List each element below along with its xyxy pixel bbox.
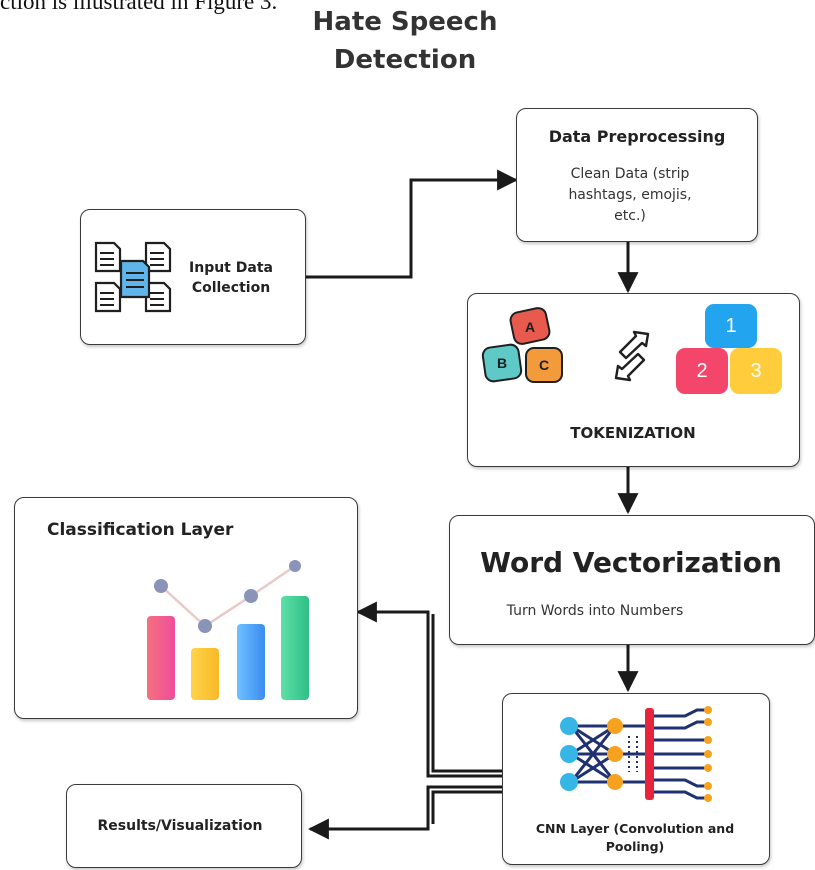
node-data-preprocessing: Data Preprocessing Clean Data (strip has… (516, 108, 758, 242)
block-c (525, 347, 563, 383)
preprocessing-desc-line-2: hashtags, emojis, (568, 187, 692, 203)
node-word-vectorization: Word Vectorization Turn Words into Numbe… (449, 515, 815, 645)
chart-bar-2 (191, 648, 219, 700)
number-tile-3-label: 3 (750, 360, 762, 382)
figure-caption-fragment: ction is illustrated in Figure 3. (0, 0, 278, 14)
vectorization-desc: Turn Words into Numbers (506, 603, 684, 619)
number-tile-2-label: 2 (696, 360, 708, 382)
chart-point-3 (244, 589, 258, 603)
arrow-cnn-feedback-line (431, 614, 502, 773)
node-cnn-layer: CNN Layer (Convolution and Pooling) (502, 693, 770, 865)
tokenization-label: TOKENIZATION (570, 424, 696, 442)
block-c-letter: C (539, 357, 549, 373)
neural-network-icon (560, 706, 712, 802)
diagram-title-line-2: Detection (333, 45, 477, 75)
block-b-letter: B (497, 355, 507, 371)
block-a-letter: A (525, 319, 535, 335)
diagram-title-line-1: Hate Speech (312, 7, 498, 37)
number-tile-1: 1 (705, 304, 757, 348)
block-b (481, 343, 523, 383)
chart-bar-1 (147, 616, 175, 700)
block-a (509, 307, 551, 345)
cnn-label-line-1: CNN Layer (Convolution and (535, 821, 735, 836)
chart-bar-4 (281, 596, 309, 700)
classification-title: Classification Layer (47, 520, 234, 540)
preprocessing-title: Data Preprocessing (548, 127, 726, 146)
arrow-cnn-to-classification (355, 601, 502, 778)
number-tile-2: 2 (676, 348, 728, 394)
chart-point-2 (198, 619, 212, 633)
chart-bar-3 (237, 624, 265, 700)
results-label: Results/Visualization (97, 818, 263, 834)
number-tile-1-label: 1 (725, 315, 737, 337)
chart-point-1 (154, 579, 168, 593)
preprocessing-desc-line-3: etc.) (614, 208, 646, 224)
arrow-input-to-preprocessing (306, 169, 519, 279)
cnn-label-line-2: Pooling) (605, 839, 665, 854)
vectorization-title: Word Vectorization (480, 546, 782, 579)
letter-blocks-icon: A B C (481, 307, 563, 383)
input-label-line-2: Collection (191, 280, 271, 296)
documents-icon (94, 241, 172, 313)
number-tile-3: 3 (730, 348, 782, 394)
cnn-red-bar (645, 708, 654, 800)
input-label-line-1: Input Data (189, 260, 273, 276)
node-input-data-collection: Input Data Collection (80, 209, 306, 345)
arrow-cnn-to-results (307, 785, 502, 840)
node-tokenization: A B C 1 2 3 TOKENIZATION (467, 293, 800, 467)
node-classification-layer: Classification Layer (14, 497, 358, 719)
node-results-visualization: Results/Visualization (66, 784, 302, 868)
preprocessing-desc-line-1: Clean Data (strip (570, 166, 690, 182)
swap-arrows-icon (614, 330, 650, 382)
chart-point-4 (289, 560, 301, 572)
bar-line-chart-icon (147, 560, 309, 700)
arrow-cnn-results-double (431, 790, 502, 824)
